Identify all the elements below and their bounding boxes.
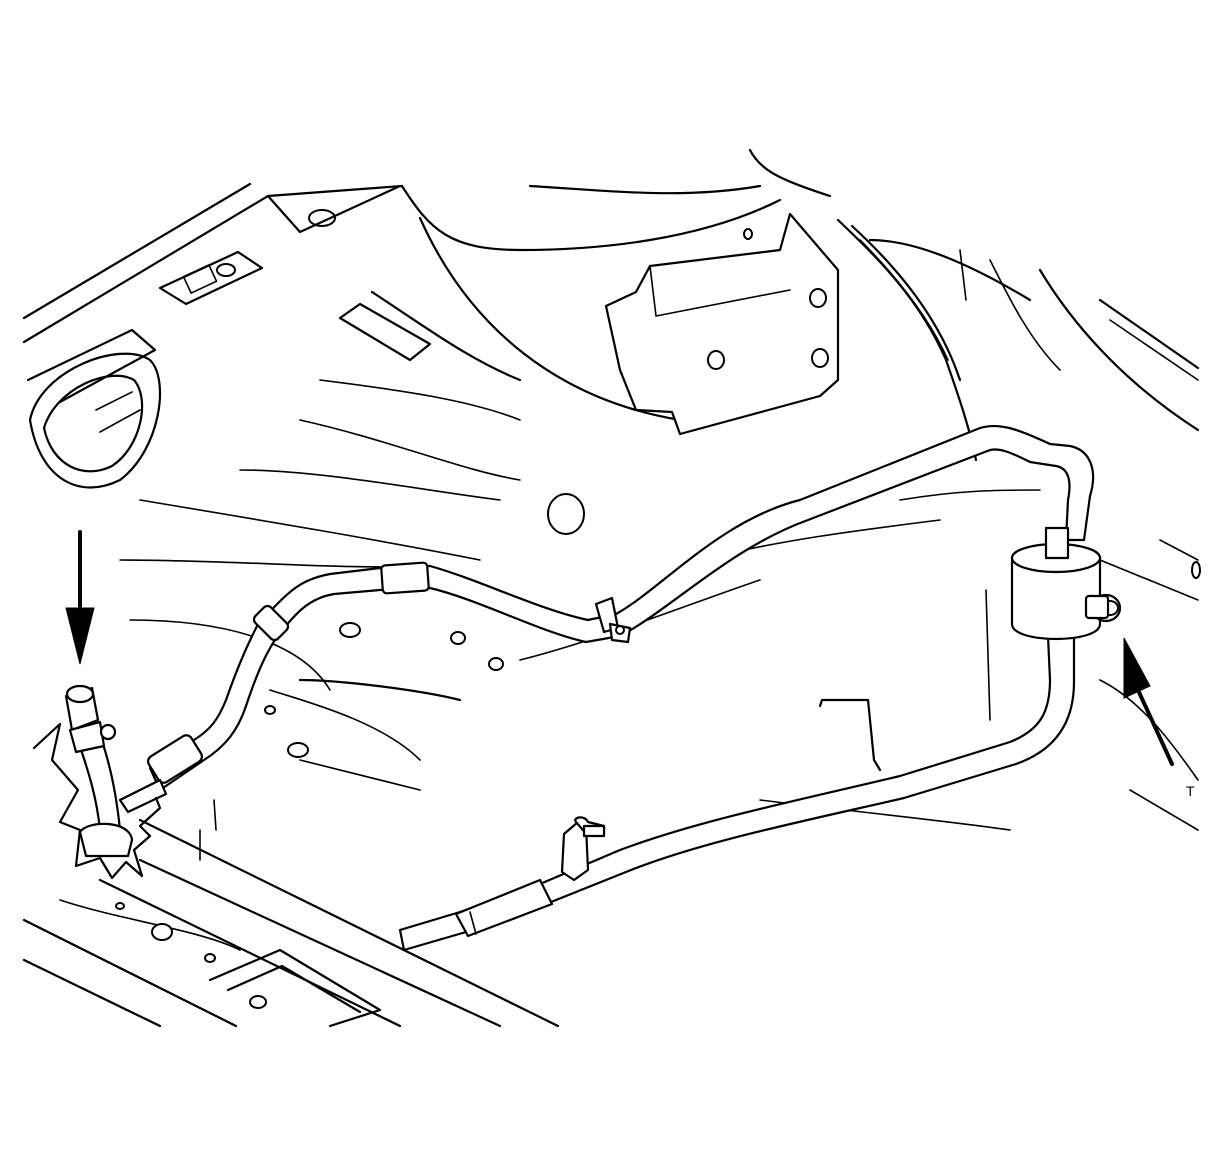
arrow-right bbox=[1123, 637, 1174, 766]
break-line bbox=[32, 722, 162, 880]
arrow-left bbox=[65, 530, 95, 665]
front-crossmember bbox=[22, 799, 560, 1028]
corner-mark: T bbox=[1186, 783, 1195, 799]
refrigerant-line bbox=[64, 424, 1122, 952]
body-structure bbox=[22, 148, 1201, 831]
